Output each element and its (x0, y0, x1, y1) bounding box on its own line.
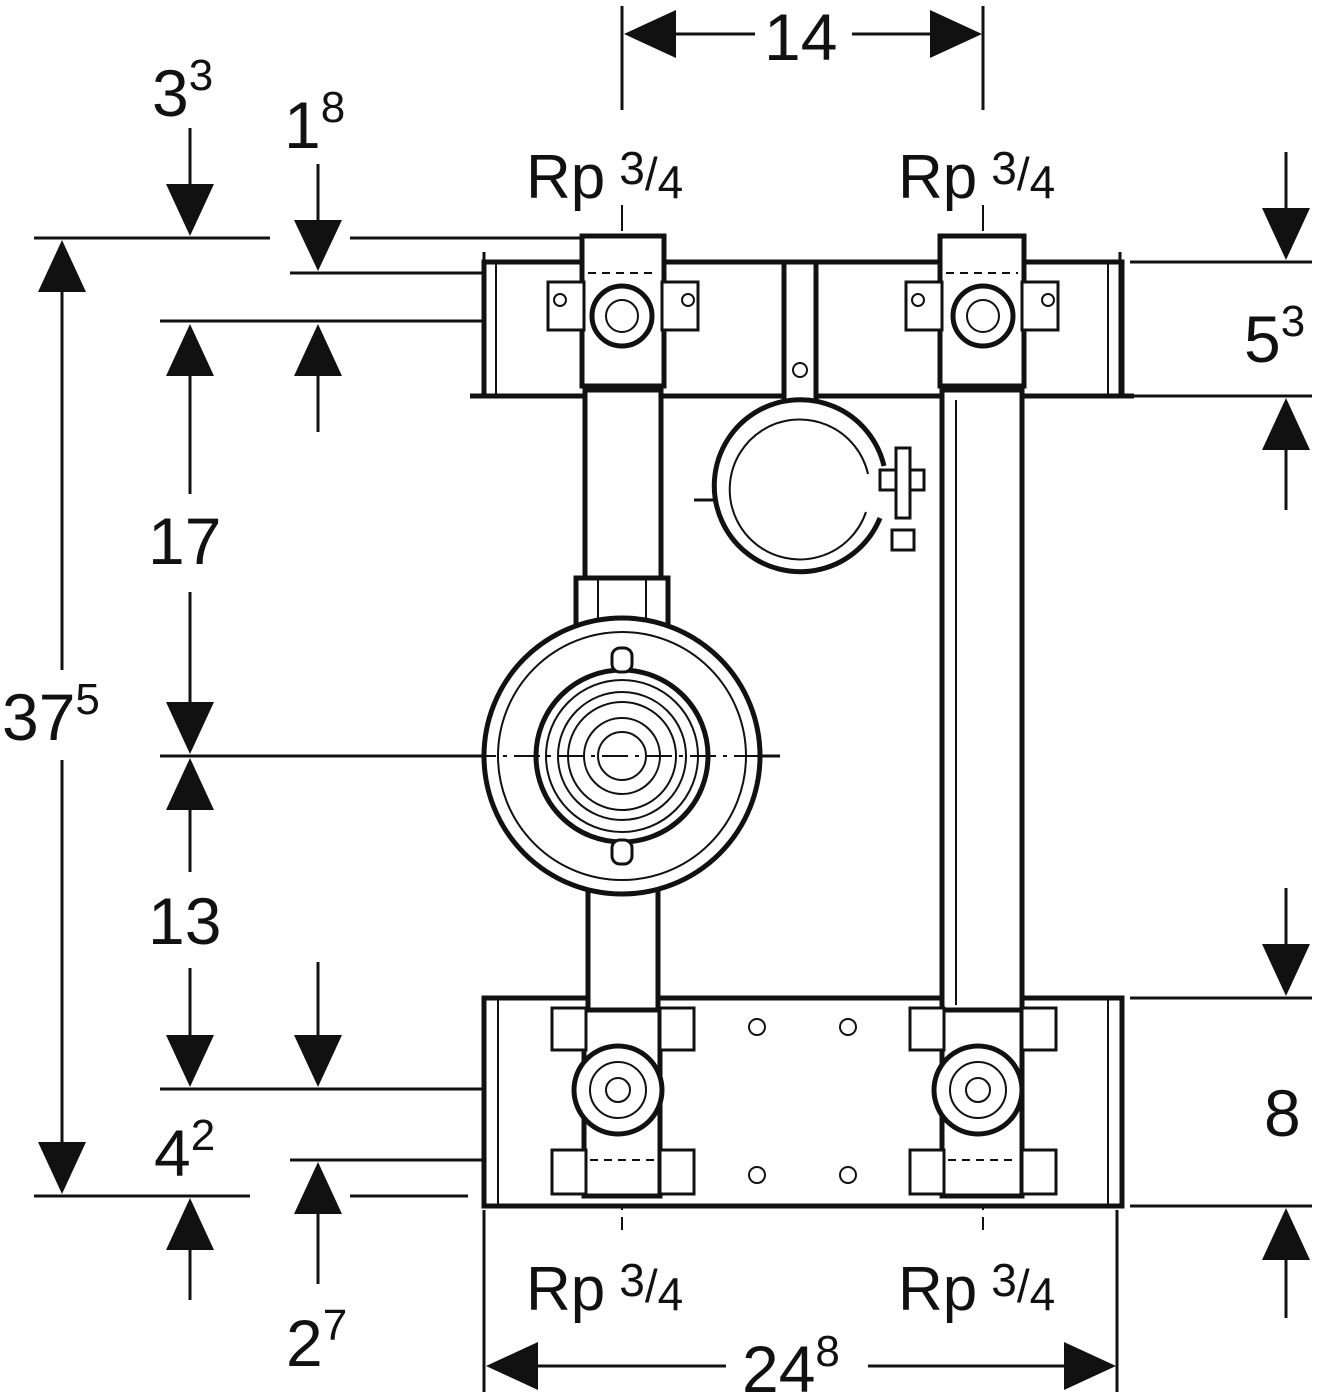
bottom-right-pipe-fitting-icon (908, 1006, 1058, 1199)
dimension-lines (38, 10, 1310, 1390)
dim-top-rail-height: 53 (1244, 297, 1305, 376)
dim-bottom-rail-height: 8 (1264, 1076, 1301, 1150)
dim-top-offset: 33 (152, 51, 213, 130)
dim-bottom-offset: 42 (154, 1111, 215, 1190)
top-right-pipe-fitting-icon (904, 233, 1060, 389)
dim-lower-section: 13 (148, 884, 221, 958)
pipe-clamp-icon (694, 259, 926, 575)
dim-top-inner-offset: 18 (284, 83, 345, 162)
dim-top-width: 14 (764, 0, 837, 74)
dim-bottom-width: 248 (742, 1327, 840, 1400)
top-left-pipe-fitting-icon (546, 233, 700, 389)
dim-bottom-inner-offset: 27 (286, 1301, 347, 1380)
right-riser-pipe (939, 387, 1025, 1013)
dim-total-height: 375 (2, 675, 100, 754)
valve-body-icon (470, 615, 780, 897)
dim-upper-section: 17 (148, 504, 221, 578)
bottom-left-pipe-fitting-icon (550, 1006, 696, 1199)
